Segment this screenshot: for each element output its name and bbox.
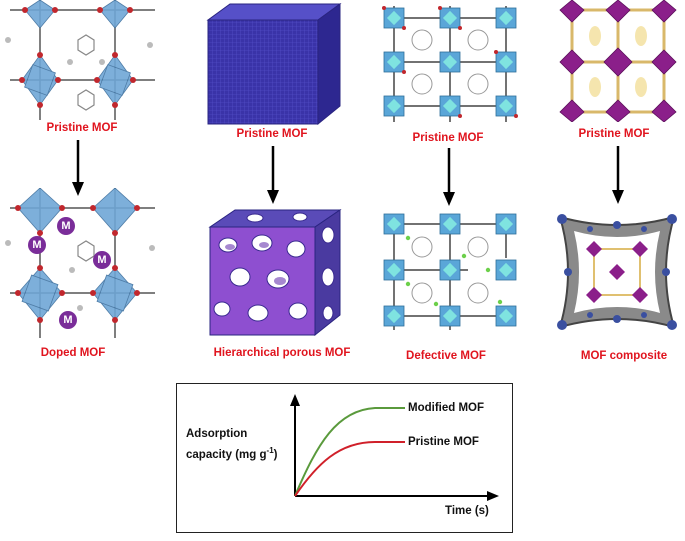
dopant-metal-badge: M <box>28 236 46 254</box>
arrow-down-icon <box>443 148 455 206</box>
dopant-metal-badge: M <box>59 311 77 329</box>
label-mof-composite: MOF composite <box>580 350 668 362</box>
chart-legend-pristine-mof: Pristine MOF <box>408 436 479 448</box>
label-doped-mof: Doped MOF <box>40 347 106 359</box>
arrow-down-icon <box>267 146 279 204</box>
chart-ylabel-superscript: -1 <box>266 446 274 455</box>
dopant-metal-badge: M <box>93 251 111 269</box>
chart-series-pristine-mof <box>294 441 405 497</box>
adsorption-capacity-chart: Adsorption capacity (mg g-1) Modified MO… <box>176 383 513 533</box>
pristine-mof-framework-image-1 <box>5 0 155 120</box>
label-hierarchical-porous-mof: Hierarchical porous MOF <box>213 347 351 359</box>
hierarchical-porous-mof-image <box>208 209 342 337</box>
pristine-mof-cube-image <box>206 3 342 126</box>
dopant-metal-badge: M <box>57 217 75 235</box>
defective-mof-grid-image <box>383 213 517 330</box>
chart-legend-modified-mof: Modified MOF <box>408 402 485 414</box>
chart-ylabel-text: capacity (mg g <box>186 448 267 461</box>
doped-mof-framework-image <box>5 188 155 338</box>
label-pristine-mof-2: Pristine MOF <box>236 128 308 140</box>
label-pristine-mof-1: Pristine MOF <box>46 122 118 134</box>
pristine-mof-image-4 <box>559 0 677 122</box>
chart-y-axis-arrowhead <box>290 394 300 406</box>
label-pristine-mof-4: Pristine MOF <box>578 128 650 140</box>
chart-x-axis-arrowhead <box>487 491 499 501</box>
mof-composite-image <box>557 214 677 330</box>
chart-plot-area <box>290 394 499 501</box>
label-defective-mof: Defective MOF <box>406 350 486 362</box>
arrow-down-icon <box>612 146 624 204</box>
chart-ylabel-close: ) <box>273 448 278 461</box>
chart-xlabel: Time (s) <box>445 505 489 517</box>
chart-ylabel-line2: capacity (mg g-1) <box>186 446 278 461</box>
chart-ylabel-line1: Adsorption <box>186 428 248 440</box>
chart-series-modified-mof <box>294 407 405 497</box>
pristine-mof-grid-image-3 <box>382 6 518 122</box>
arrow-down-icon <box>72 140 84 196</box>
label-pristine-mof-3: Pristine MOF <box>412 132 484 144</box>
